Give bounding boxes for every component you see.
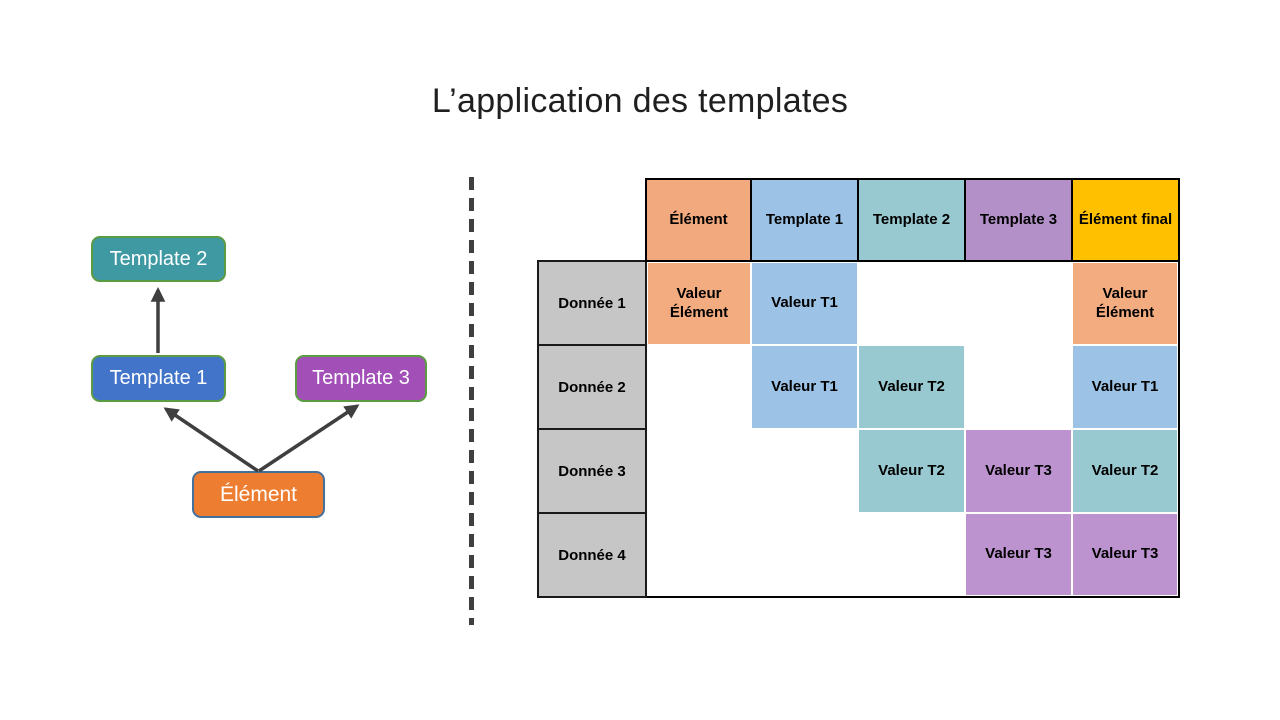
- section-divider: [469, 177, 474, 625]
- table-cell: [965, 345, 1072, 429]
- table-value-block: Valeur T2: [1073, 430, 1177, 512]
- table-cell: Valeur T2: [1072, 429, 1180, 513]
- arrow-element-to-template1-icon: [163, 407, 259, 473]
- table-cell: Valeur T2: [858, 345, 965, 429]
- diagram-node-template-2: Template 2: [91, 236, 226, 282]
- table-cell: [858, 261, 965, 345]
- table-value-block: Valeur T1: [752, 263, 857, 344]
- table-value-block: Valeur Élément: [1073, 263, 1177, 344]
- diagram-node-element: Élément: [192, 471, 325, 518]
- table-value-block: Valeur T1: [752, 346, 857, 428]
- row-header-1: Donnée 1: [537, 260, 647, 346]
- diagram-connectors: [150, 287, 360, 473]
- table-cell: Valeur T1: [751, 345, 858, 429]
- table-value-block: Valeur T3: [966, 430, 1071, 512]
- table-cell: [646, 513, 751, 598]
- row-header-4: Donnée 4: [537, 512, 647, 598]
- diagram-node-label: Template 1: [109, 367, 208, 389]
- table-cell: Valeur T2: [858, 429, 965, 513]
- table-cell: Valeur Élément: [646, 261, 751, 345]
- diagram-node-label: Élément: [219, 482, 298, 506]
- column-header-2: Template 1: [750, 178, 859, 262]
- table-cell: Valeur T3: [965, 513, 1072, 598]
- table-cell: [646, 429, 751, 513]
- table-cell: [646, 345, 751, 429]
- table-cell: Valeur T1: [751, 261, 858, 345]
- column-header-4: Template 3: [964, 178, 1073, 262]
- table-cell: [751, 513, 858, 598]
- table-value-block: Valeur T2: [859, 346, 964, 428]
- table-cell: Valeur T3: [1072, 513, 1180, 598]
- table-cell: [751, 429, 858, 513]
- table-corner-cell: [538, 179, 646, 261]
- table-cell: [858, 513, 965, 598]
- table-value-block: Valeur T1: [1073, 346, 1177, 428]
- column-header-5: Élément final: [1071, 178, 1180, 262]
- table-value-block: Valeur T3: [1073, 514, 1177, 595]
- table-cell: Valeur T3: [965, 429, 1072, 513]
- table-value-block: Valeur T3: [966, 514, 1071, 595]
- column-header-3: Template 2: [857, 178, 966, 262]
- table-cell: Valeur T1: [1072, 345, 1180, 429]
- row-header-2: Donnée 2: [537, 344, 647, 430]
- column-header-1: Élément: [645, 178, 752, 262]
- table-value-block: Valeur Élément: [648, 263, 750, 344]
- page-title: L’application des templates: [431, 82, 849, 120]
- table-cell: [965, 261, 1072, 345]
- diagram-node-template-1: Template 1: [91, 355, 226, 402]
- table-cell: Valeur Élément: [1072, 261, 1180, 345]
- diagram-node-label: Template 3: [312, 367, 410, 389]
- table-value-block: Valeur T2: [859, 430, 964, 512]
- row-header-3: Donnée 3: [537, 428, 647, 514]
- arrow-element-to-template3-icon: [258, 404, 360, 473]
- diagram-node-label: Template 2: [109, 247, 208, 270]
- diagram-node-template-3: Template 3: [295, 355, 427, 402]
